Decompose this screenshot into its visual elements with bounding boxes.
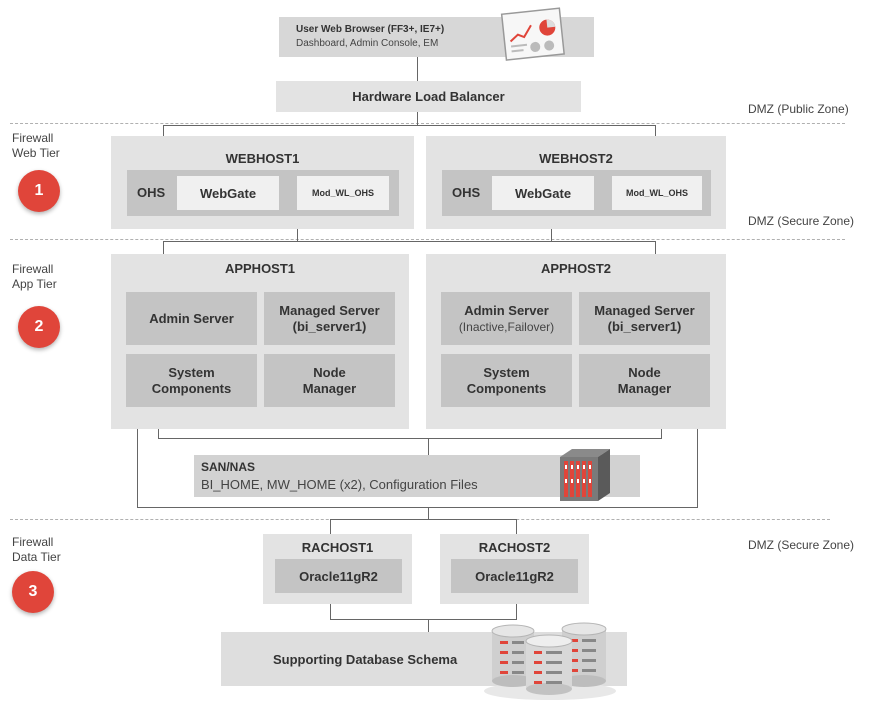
webhost2-title: WEBHOST2 (539, 151, 613, 166)
connector-rac-join (330, 619, 517, 620)
connector-rachost1-down (330, 604, 331, 620)
hardware-load-balancer: Hardware Load Balancer (276, 81, 581, 112)
connector-to-data-tier (428, 507, 429, 520)
tier-number-badge-3: 3 (12, 571, 54, 613)
rachost1-oracle-db: Oracle11gR2 (275, 559, 402, 593)
connector-outer-bottom (137, 507, 698, 508)
storage-rack-icon (556, 445, 612, 505)
connector-to-apphost2 (655, 241, 656, 254)
connector-app-split (163, 241, 655, 242)
webhost1-box: WEBHOST1 OHS WebGate Mod_WL_OHS (111, 136, 414, 229)
firewall-line-app (10, 239, 845, 240)
zone-label-secure-data: DMZ (Secure Zone) (748, 538, 855, 552)
webhost2-mod-wl-ohs: Mod_WL_OHS (612, 176, 702, 210)
zone-label-public: DMZ (Public Zone) (748, 102, 849, 116)
apphost2-admin-server: Admin Server (Inactive,Failover) (441, 292, 572, 345)
connector-webhost1-down (297, 229, 298, 241)
san-nas-detail: BI_HOME, MW_HOME (x2), Configuration Fil… (201, 477, 478, 492)
connector-outer-right (697, 429, 698, 508)
tier-number-badge-1: 1 (18, 170, 60, 212)
database-cylinders-icon (480, 617, 620, 701)
connector-rachost2-down (516, 604, 517, 620)
tier-label-data: Firewall Data Tier (12, 535, 61, 564)
apphost2-box: APPHOST2 Admin Server (Inactive,Failover… (426, 254, 726, 429)
webhost1-webgate: WebGate (177, 176, 279, 210)
webhost2-ohs-label: OHS (452, 185, 481, 200)
apphost1-title: APPHOST1 (224, 261, 296, 276)
dashboard-screen-icon (500, 5, 568, 65)
connector-webhost2-down (551, 229, 552, 241)
apphost2-system-components: System Components (441, 354, 572, 407)
webhost1-ohs-label: OHS (137, 185, 166, 200)
connector-to-apphost1 (163, 241, 164, 254)
connector-app-bottom-left (158, 429, 159, 439)
connector-data-split (330, 519, 516, 520)
connector-outer-left (137, 429, 138, 508)
connector-to-webhost1 (163, 125, 164, 136)
browser-title: User Web Browser (FF3+, IE7+) (296, 24, 445, 35)
webhost1-title: WEBHOST1 (225, 151, 300, 166)
connector-web-split (163, 125, 655, 126)
webhost2-webgate: WebGate (492, 176, 594, 210)
apphost1-managed-server: Managed Server (bi_server1) (264, 292, 395, 345)
connector-browser-to-lb (417, 57, 418, 81)
connector-to-webhost2 (655, 125, 656, 136)
tier-label-web: Firewall Web Tier (12, 131, 60, 160)
rachost1-box: RACHOST1 Oracle11gR2 (263, 534, 412, 604)
rachost2-title: RACHOST2 (478, 540, 551, 555)
connector-to-rachost2 (516, 519, 517, 534)
firewall-line-web (10, 123, 845, 124)
browser-subtitle: Dashboard, Admin Console, EM (296, 38, 439, 49)
webhost1-mod-wl-ohs: Mod_WL_OHS (297, 176, 389, 210)
apphost1-admin-server: Admin Server (126, 292, 257, 345)
webhost2-ohs-panel: OHS WebGate Mod_WL_OHS (442, 170, 711, 216)
rachost2-box: RACHOST2 Oracle11gR2 (440, 534, 589, 604)
connector-to-schema (428, 619, 429, 632)
san-nas-title: SAN/NAS (201, 460, 256, 474)
webhost2-box: WEBHOST2 OHS WebGate Mod_WL_OHS (426, 136, 726, 229)
apphost1-box: APPHOST1 Admin Server Managed Server (bi… (111, 254, 409, 429)
connector-app-bottom-right (661, 429, 662, 439)
tier-number-badge-2: 2 (18, 306, 60, 348)
connector-app-bottom-bar (158, 438, 662, 439)
rachost1-title: RACHOST1 (301, 540, 374, 555)
apphost1-system-components: System Components (126, 354, 257, 407)
zone-label-secure-web: DMZ (Secure Zone) (748, 214, 855, 228)
connector-lb-down (417, 112, 418, 126)
tier-label-app: Firewall App Tier (12, 262, 57, 291)
webhost1-ohs-panel: OHS WebGate Mod_WL_OHS (127, 170, 399, 216)
apphost1-node-manager: Node Manager (264, 354, 395, 407)
apphost2-title: APPHOST2 (540, 261, 612, 276)
apphost2-node-manager: Node Manager (579, 354, 710, 407)
apphost2-managed-server: Managed Server (bi_server1) (579, 292, 710, 345)
connector-to-rachost1 (330, 519, 331, 534)
connector-to-san (428, 438, 429, 455)
rachost2-oracle-db: Oracle11gR2 (451, 559, 578, 593)
